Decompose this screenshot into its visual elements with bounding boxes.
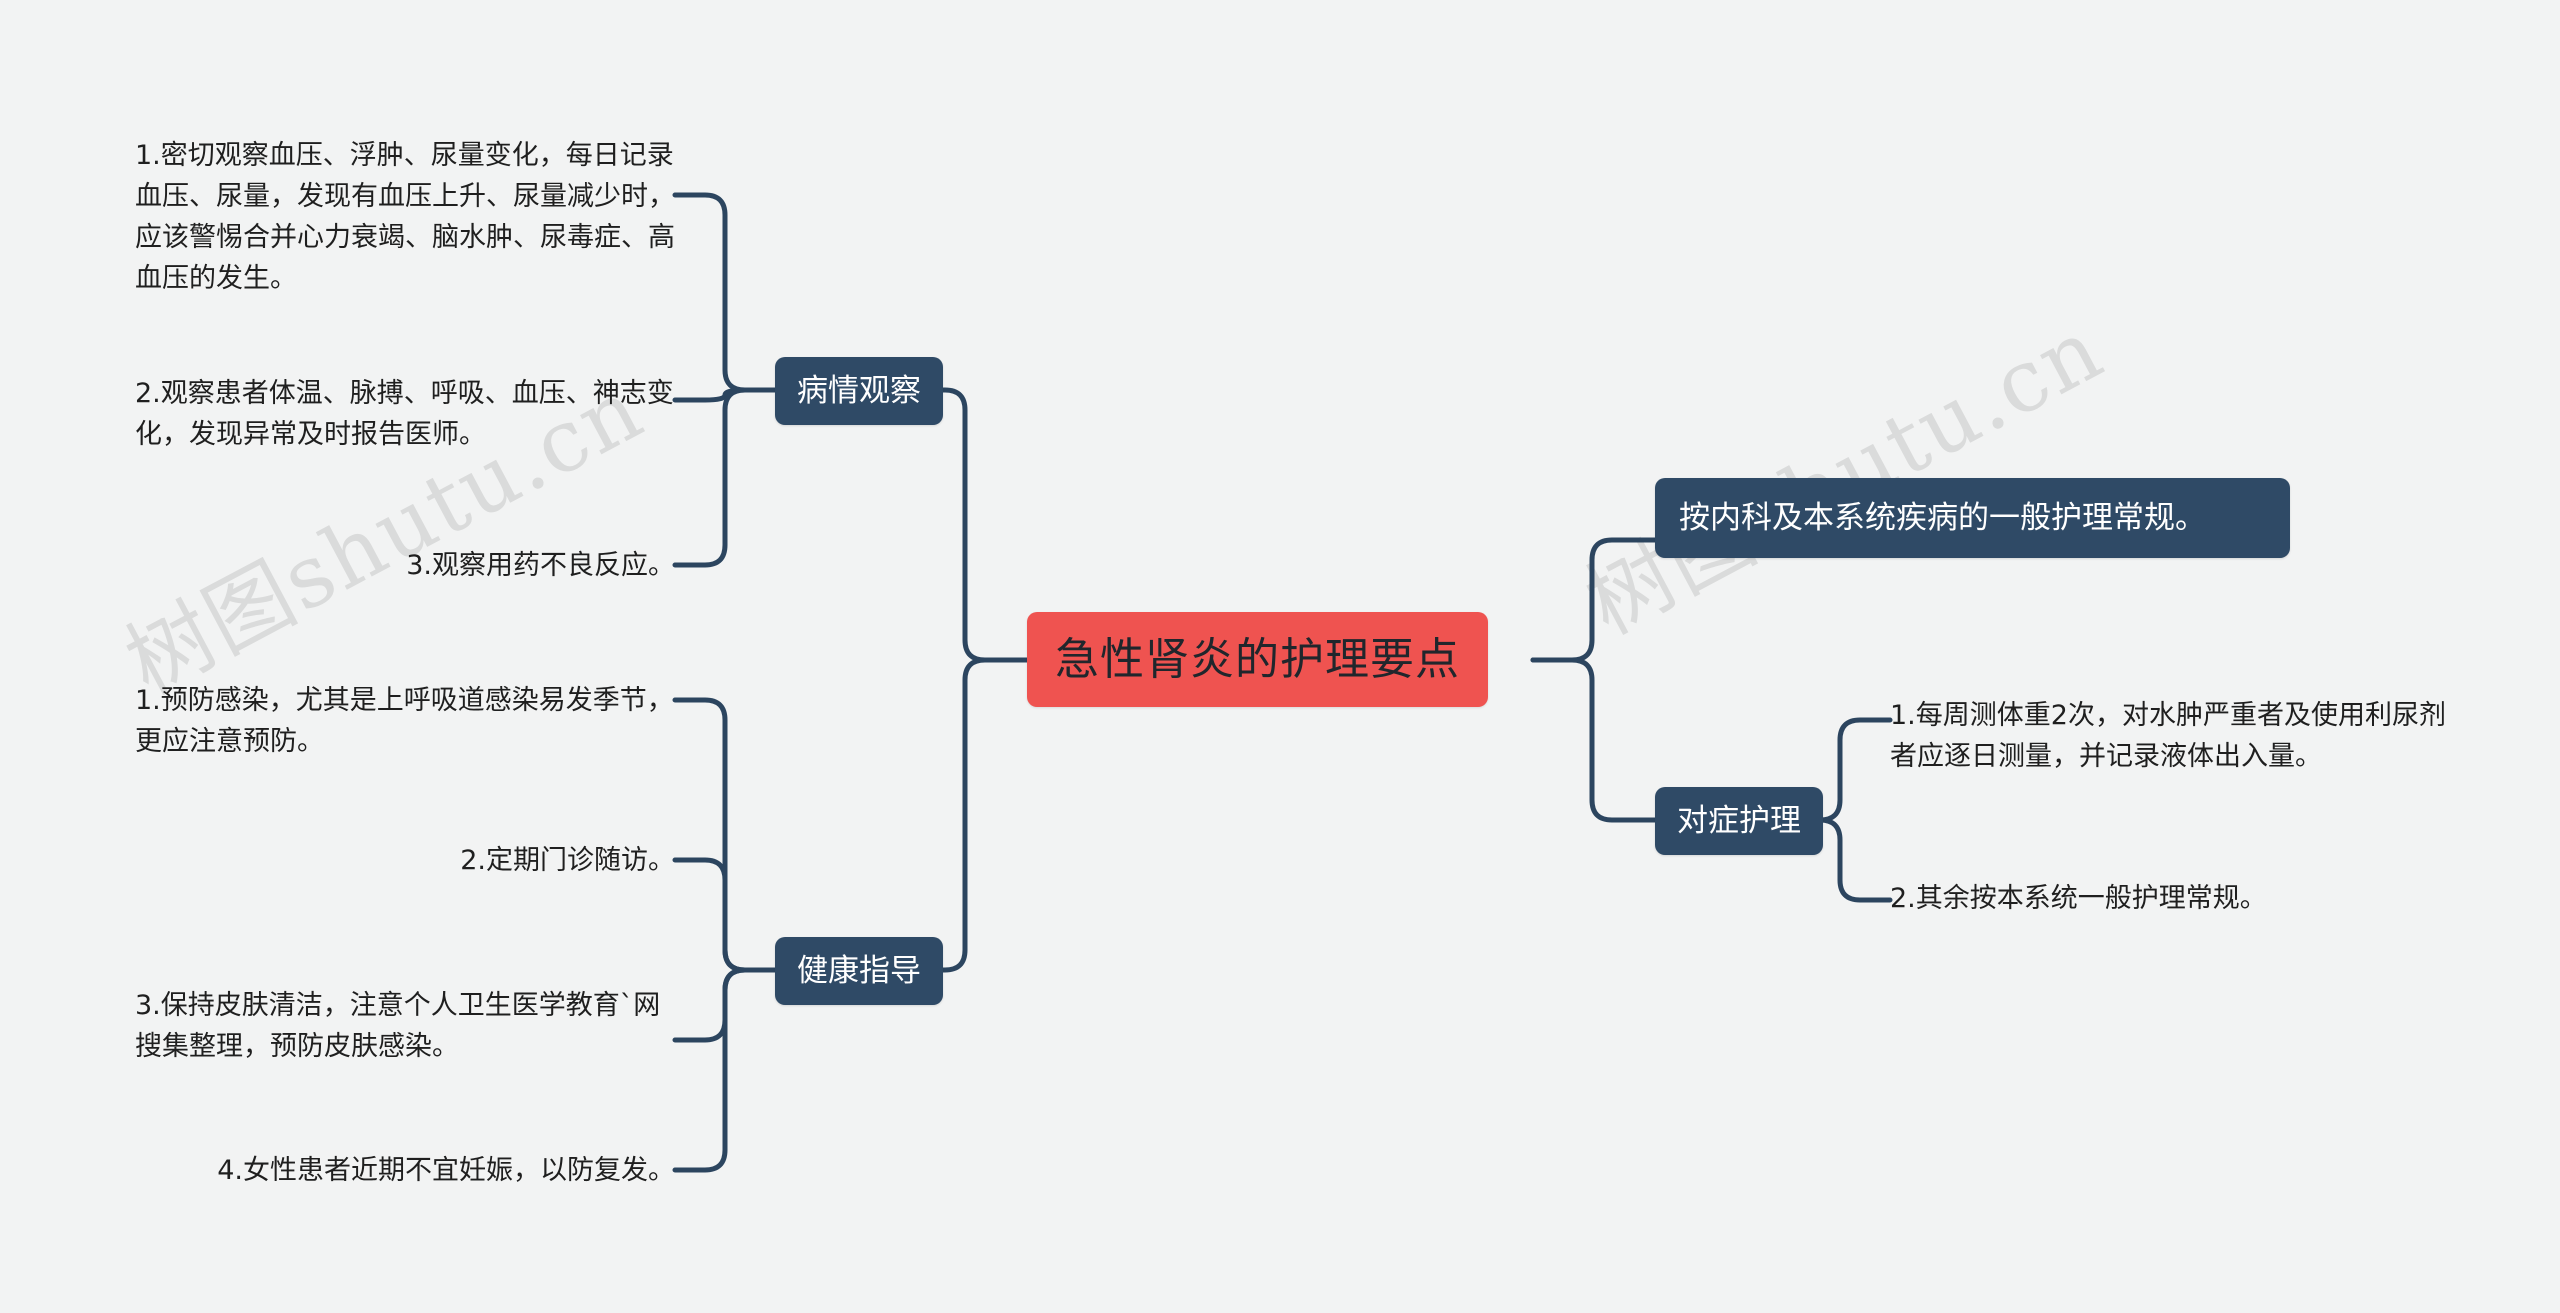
branch-node-symptomatic[interactable]: 对症护理 <box>1655 787 1823 856</box>
edge-guidance-leaf-3 <box>672 967 778 1043</box>
edge-observation-leaf-2 <box>672 387 778 403</box>
edge-observation-leaf-1 <box>672 192 778 393</box>
edge-guidance-leaf-2 <box>672 857 778 973</box>
edge-guidance-leaf-1 <box>672 697 778 973</box>
leaf-observation-1[interactable]: 1.密切观察血压、浮肿、尿量变化，每日记录血压、尿量，发现有血压上升、尿量减少时… <box>135 140 675 295</box>
edge-root-observation <box>902 387 1030 663</box>
leaf-guidance-2[interactable]: 2.定期门诊随访。 <box>460 845 675 876</box>
watermark-right: 树图shutu.cn <box>1570 299 2119 655</box>
edge-root-symptomatic <box>1530 657 1658 823</box>
root-node[interactable]: 急性肾炎的护理要点 <box>1027 612 1488 707</box>
branch-node-general-routine[interactable]: 按内科及本系统疾病的一般护理常规。 <box>1655 478 2290 559</box>
branch-node-observation[interactable]: 病情观察 <box>775 357 943 426</box>
leaf-symptomatic-2[interactable]: 2.其余按本系统一般护理常规。 <box>1890 883 2267 914</box>
edge-root-guidance <box>902 657 1030 973</box>
edge-root-general <box>1530 537 1658 663</box>
leaf-guidance-3[interactable]: 3.保持皮肤清洁，注意个人卫生医学教育`网搜集整理，预防皮肤感染。 <box>135 990 661 1063</box>
edge-observation-leaf-3 <box>672 387 778 568</box>
edge-guidance-leaf-4 <box>672 967 778 1173</box>
leaf-guidance-1[interactable]: 1.预防感染，尤其是上呼吸道感染易发季节，更应注意预防。 <box>135 685 674 758</box>
leaf-symptomatic-1[interactable]: 1.每周测体重2次，对水肿严重者及使用利尿剂者应逐日测量，并记录液体出入量。 <box>1890 700 2446 773</box>
branch-node-guidance[interactable]: 健康指导 <box>775 937 943 1006</box>
leaf-observation-3[interactable]: 3.观察用药不良反应。 <box>406 550 675 581</box>
leaf-guidance-4[interactable]: 4.女性患者近期不宜妊娠，以防复发。 <box>217 1155 675 1186</box>
leaf-observation-2[interactable]: 2.观察患者体温、脉搏、呼吸、血压、神志变化，发现异常及时报告医师。 <box>135 378 674 451</box>
